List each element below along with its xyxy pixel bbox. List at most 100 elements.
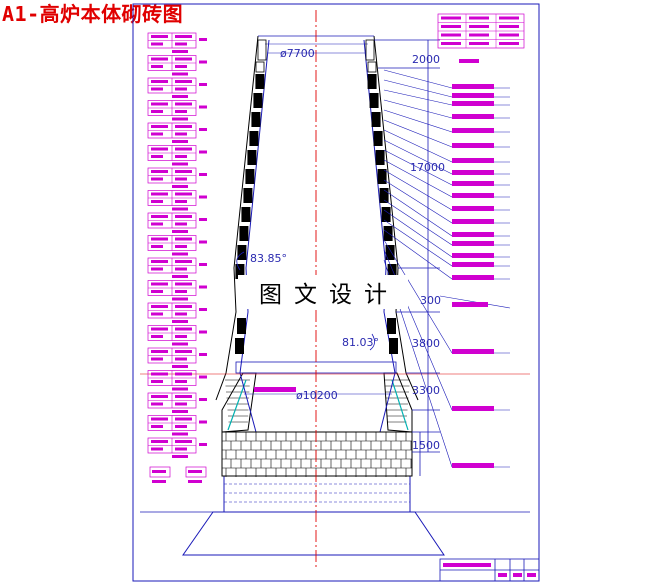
table-cell <box>151 125 168 128</box>
table-cell <box>175 282 192 286</box>
brick-table <box>147 437 207 458</box>
shaft-brick-left <box>255 74 265 89</box>
table-label <box>172 72 188 76</box>
table-cell <box>151 237 168 241</box>
table-cell <box>151 440 168 443</box>
shaft-brick-right <box>377 169 387 184</box>
table-note <box>199 128 207 131</box>
belly-brick-right <box>387 318 396 334</box>
table-cell <box>175 42 187 46</box>
table-frame <box>149 466 171 478</box>
brick-callout <box>452 302 488 307</box>
brick-callout <box>452 241 494 246</box>
brick-callout <box>452 262 494 267</box>
leader-line <box>383 189 453 237</box>
brick-callout <box>452 193 494 198</box>
brick-callout <box>452 463 494 468</box>
table-label <box>188 480 202 483</box>
table-label <box>172 207 188 211</box>
top-diameter: ø7700 <box>280 47 315 60</box>
brick-table <box>147 167 207 188</box>
table-cell <box>175 35 192 38</box>
brick-table <box>147 257 207 278</box>
table-cell <box>151 42 163 46</box>
table-cell <box>175 102 192 106</box>
table-note <box>199 263 207 266</box>
table-label <box>172 365 188 368</box>
table-cell <box>151 192 168 196</box>
shaft-brick-left <box>251 112 261 127</box>
table-note <box>199 195 207 199</box>
table-label <box>172 410 188 413</box>
table-cell <box>175 80 192 83</box>
leader-line <box>383 99 453 119</box>
table-note <box>199 420 207 424</box>
table-cell <box>151 155 163 158</box>
table-cell <box>175 245 187 248</box>
table-note <box>199 375 207 379</box>
leader-line <box>383 219 453 267</box>
table-cell <box>151 80 168 83</box>
table-cell <box>175 440 192 443</box>
brick-callout <box>452 219 494 224</box>
shaft-brick-left <box>249 131 259 146</box>
table-cell <box>151 222 163 226</box>
table-label <box>172 185 188 188</box>
brick-table <box>147 145 207 166</box>
table-cell <box>175 267 187 271</box>
shaft-brick-left <box>241 207 251 222</box>
brick-table <box>147 235 207 256</box>
leader-line <box>383 109 453 133</box>
brick-callout <box>452 170 494 175</box>
leader-line <box>383 79 453 98</box>
table-cell <box>175 260 192 263</box>
table-cell <box>175 312 187 316</box>
table-note <box>199 105 207 109</box>
leader-line <box>383 209 453 258</box>
table-cell <box>151 305 168 308</box>
table-cell <box>441 42 461 45</box>
table-cell <box>441 16 461 20</box>
table-cell <box>151 312 163 316</box>
table-cell <box>175 57 192 61</box>
table-note <box>199 38 207 41</box>
brick-table <box>147 370 207 391</box>
bosh-angle: 81.03° <box>342 336 379 349</box>
table-cell <box>151 102 168 106</box>
brick-table <box>147 347 207 368</box>
table-cell <box>175 215 192 218</box>
shaft-brick-right <box>373 131 383 146</box>
table-label <box>172 275 188 278</box>
bosh-height: 3300 <box>412 384 440 397</box>
leader-line <box>383 139 453 175</box>
shaft-brick-right <box>381 207 391 222</box>
belly-brick-left <box>237 318 246 334</box>
table-cell <box>151 177 163 181</box>
brick-table-top-right <box>437 13 525 63</box>
table-cell <box>499 42 519 45</box>
shaft-brick-left <box>235 264 245 279</box>
brick-callout <box>452 93 494 98</box>
table-cell <box>151 327 168 331</box>
sheet-frame <box>132 3 540 582</box>
shaft-brick-left <box>237 245 247 260</box>
brick-table <box>147 302 207 323</box>
table-label <box>172 387 188 391</box>
table-cell <box>469 33 489 37</box>
table-cell <box>152 470 166 473</box>
table-cell <box>151 245 163 248</box>
table-cell <box>151 267 163 271</box>
table-cell <box>175 132 187 136</box>
brick-callout <box>452 206 494 211</box>
belly-height-2: 3800 <box>412 337 440 350</box>
brick-table <box>147 122 207 143</box>
table-cell <box>175 192 192 196</box>
table-label <box>172 320 188 323</box>
table-cell <box>175 125 192 128</box>
table-label <box>172 50 188 53</box>
table-cell <box>151 290 163 293</box>
table-cell <box>151 282 168 286</box>
shaft-brick-right <box>369 93 379 108</box>
shaft-brick-right <box>385 245 395 260</box>
brick-table <box>185 466 207 483</box>
